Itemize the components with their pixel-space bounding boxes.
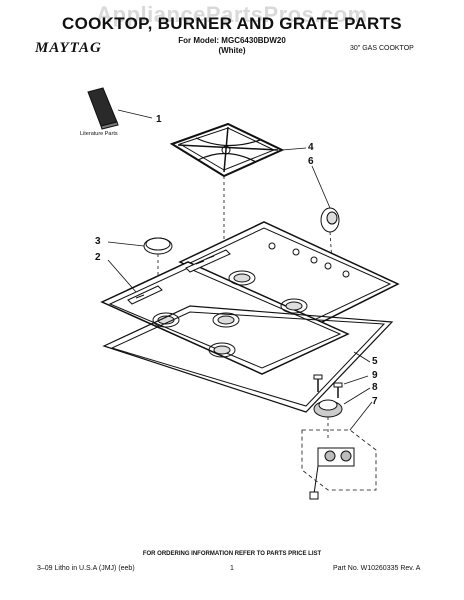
callout-3: 3 <box>95 236 101 247</box>
product-type: 30" GAS COOKTOP <box>350 45 414 52</box>
igniter-assembly-inset <box>301 429 377 500</box>
surface-burners <box>152 270 308 358</box>
literature-booklet <box>87 87 119 130</box>
burner-cap <box>143 237 173 288</box>
burner-box <box>100 249 350 375</box>
callout-9: 9 <box>372 370 378 381</box>
ordering-note: FOR ORDERING INFORMATION REFER TO PARTS … <box>142 551 322 557</box>
burner-base <box>313 399 343 440</box>
callout-6: 6 <box>308 156 314 167</box>
callout-7: 7 <box>372 396 378 407</box>
mounting-screws <box>313 374 343 398</box>
callout-4: 4 <box>308 142 314 153</box>
callout-8: 8 <box>372 382 378 393</box>
watermark: AppliancePartsPros.com <box>96 2 368 27</box>
cooktop-gasket <box>102 305 394 413</box>
page-title: COOKTOP, BURNER AND GRATE PARTS <box>62 14 402 33</box>
literature-parts-label: Literature Parts <box>80 131 118 137</box>
callout-2: 2 <box>95 252 101 263</box>
model-number: For Model: MGC6430BDW20 <box>178 36 286 45</box>
page-number: 1 <box>230 565 234 572</box>
callout-1: 1 <box>156 114 162 125</box>
callout-5: 5 <box>372 356 378 367</box>
litho-info: 3–09 Litho in U.S.A (JMJ) (eeb) <box>37 565 135 572</box>
model-color: (White) <box>218 46 246 55</box>
part-number: Part No. W10260335 Rev. A <box>333 565 421 572</box>
brand-logo: MAYTAG <box>35 40 102 56</box>
